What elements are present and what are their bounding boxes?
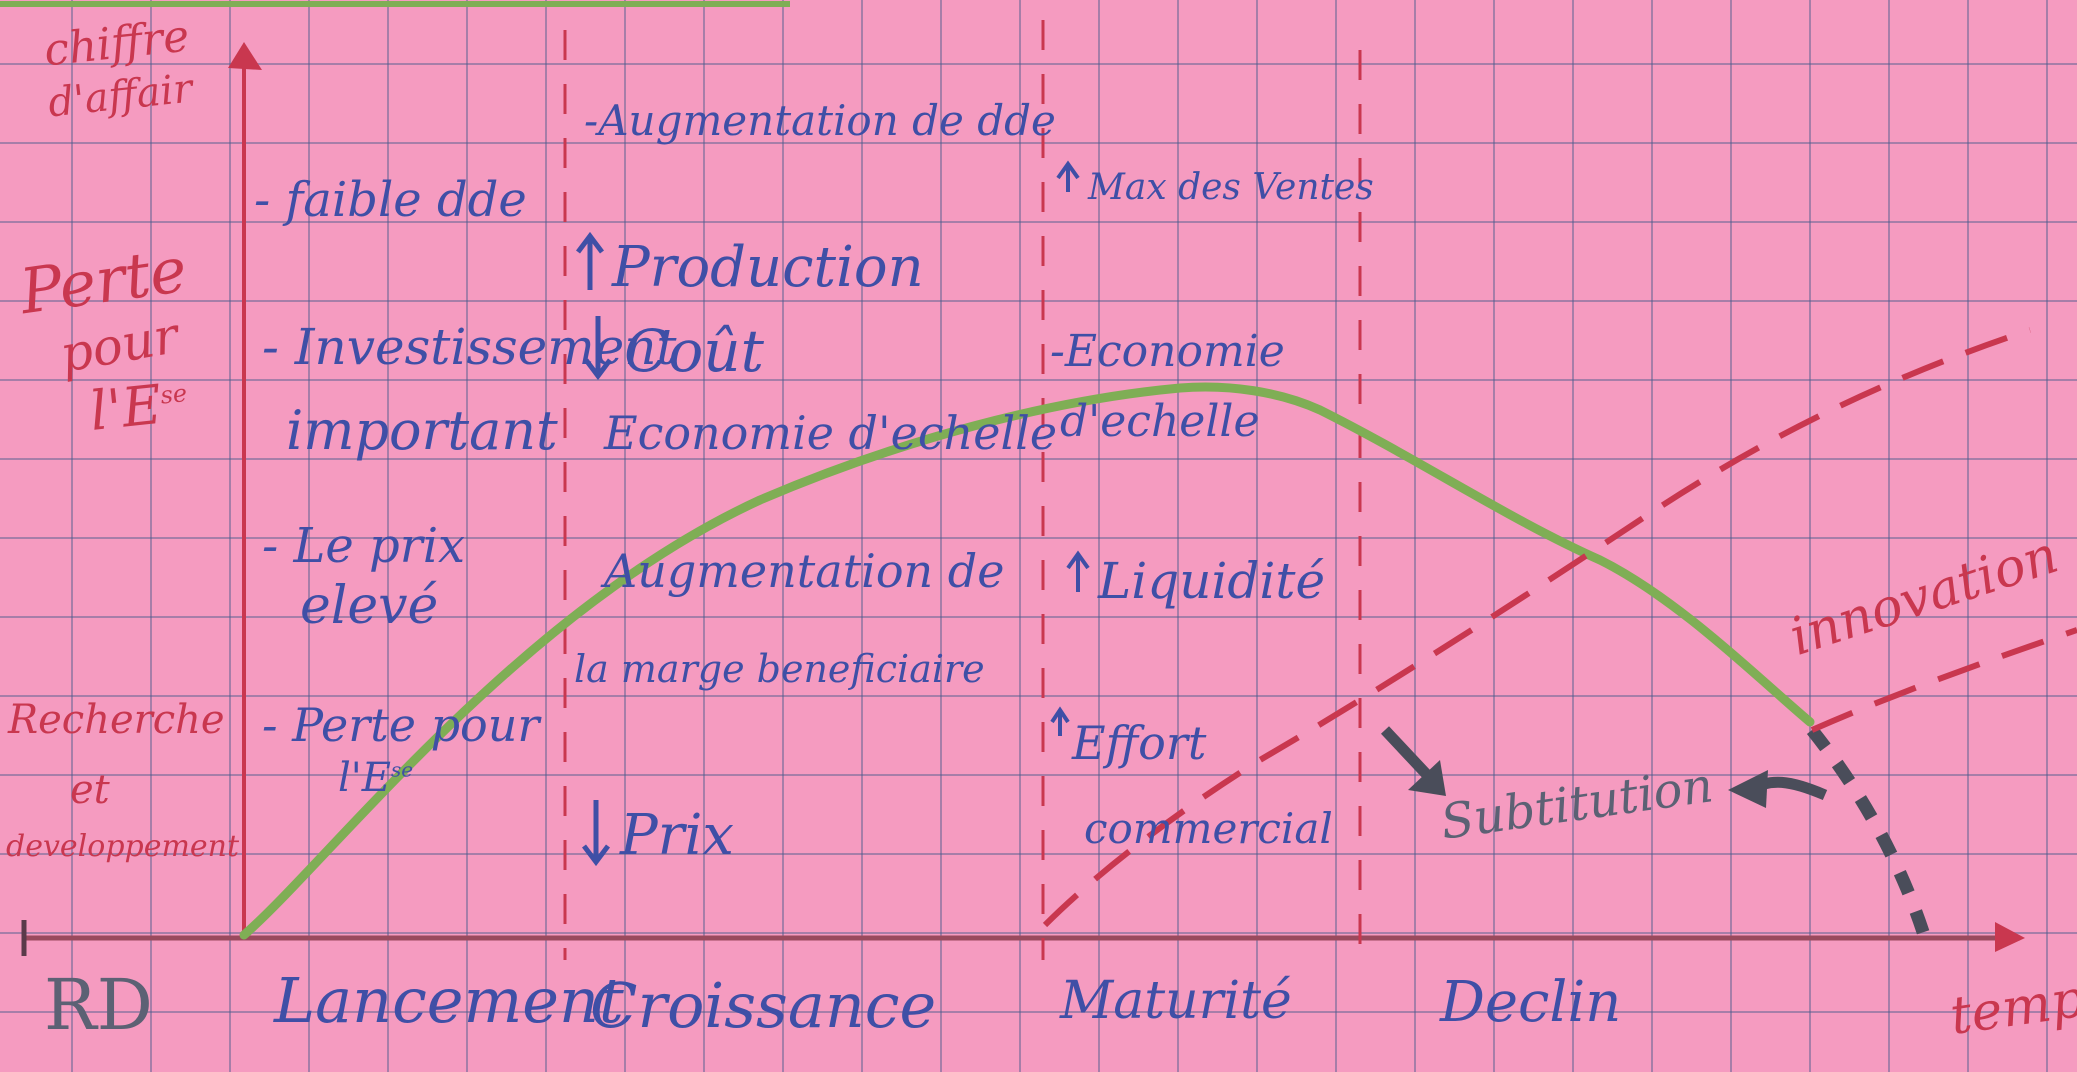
stage-label-maturite: Maturité — [1060, 971, 1292, 1031]
substitution-arrowhead-out — [1728, 770, 1768, 808]
substitution-arrowhead-in — [1408, 760, 1446, 796]
croissance-note-production: Production — [612, 235, 924, 300]
rd-description-line2: et — [70, 767, 110, 813]
croissance-note-augmentation-marge: Augmentation de — [604, 544, 1005, 598]
lancement-note-perte: - Perte pour — [262, 698, 540, 752]
croissance-note-augmentation-demande: -Augmentation de dde — [584, 96, 1056, 145]
rd-description-line3: developpement — [6, 829, 240, 864]
lancement-note-pour-ese: l'Ese — [338, 755, 414, 801]
croissance-note-marge-beneficiaire: la marge beneficiaire — [574, 647, 985, 691]
lancement-note-prix: - Le prix — [262, 518, 466, 574]
x-axis-arrowhead — [1995, 922, 2025, 952]
down-arrow-cout — [584, 316, 612, 381]
maturite-note-commercial: commercial — [1084, 804, 1333, 853]
up-arrow-max-ventes — [1056, 160, 1080, 192]
lancement-note-investissement: - Investissement — [262, 318, 677, 376]
new-product-curve — [1042, 327, 2031, 928]
stage-label-rd: RD — [44, 964, 153, 1046]
lancement-note-faible-demande: - faible dde — [254, 172, 527, 228]
maturite-note-max-ventes: Max des Ventes — [1088, 167, 1374, 208]
up-arrow-production — [576, 231, 604, 290]
maturite-note-economie: -Economie — [1050, 326, 1285, 377]
sales-curve — [239, 382, 1815, 940]
maturite-note-echelle: d'echelle — [1060, 396, 1260, 447]
maturite-note-liquidite: Liquidité — [1098, 552, 1326, 610]
decline-dashed-curve — [1806, 725, 1932, 940]
substitution-arrow-in — [1380, 726, 1435, 782]
up-arrow-liquidite — [1066, 550, 1090, 592]
stage-label-declin: Declin — [1440, 970, 1622, 1035]
croissance-note-cout: Coût — [624, 317, 764, 385]
y-axis-arrowhead — [228, 42, 262, 70]
up-arrow-effort — [1050, 706, 1070, 736]
maturite-note-effort: Effort — [1072, 716, 1207, 770]
lancement-note-important: important — [286, 399, 558, 462]
lancement-note-eleve: elevé — [300, 576, 439, 636]
croissance-note-prix: Prix — [620, 803, 734, 868]
rd-description-line1: Recherche — [8, 697, 225, 743]
y-axis-loss-line3: l'Ese — [86, 372, 189, 443]
stage-label-lancement: Lancement — [274, 964, 624, 1037]
stage-label-croissance: Croissance — [590, 969, 937, 1042]
down-arrow-prix — [582, 800, 610, 867]
croissance-note-economie-echelle: Economie d'echelle — [604, 406, 1058, 460]
innovation-dashed-line — [1810, 627, 2077, 733]
